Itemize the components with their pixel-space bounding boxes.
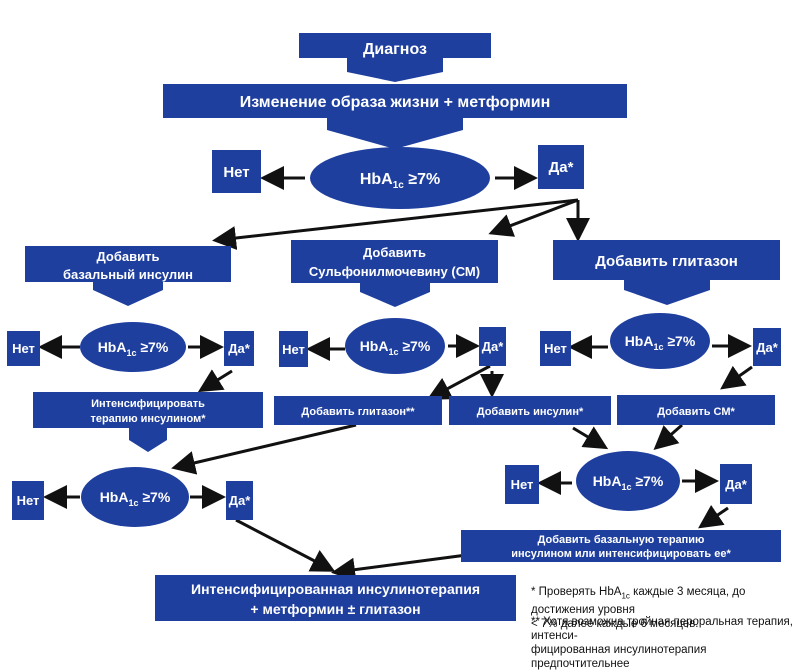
node-intensify-insulin: Интенсифицировать терапию инсулином* <box>33 392 263 452</box>
decision-hba1c-col3: HbA1c ≥7% <box>610 313 710 369</box>
node-yes-col1-bottom: Да* <box>226 481 253 520</box>
svg-text:Да*: Да* <box>229 493 251 508</box>
arrow-insulin-to-hba5 <box>572 426 609 450</box>
hba1c-top-label: HbA1c ≥7% <box>360 171 440 191</box>
node-yes-col2: Да* <box>479 327 506 366</box>
decision-hba1c-col1-bottom: HbA1c ≥7% <box>81 467 189 527</box>
svg-text:Нет: Нет <box>544 341 567 356</box>
svg-text:Сульфонилмочевину (СМ): Сульфонилмочевину (СМ) <box>309 264 480 279</box>
arrow-b5yes-to-basal2 <box>698 504 729 529</box>
svg-text:Интенсифицированная инсулиноте: Интенсифицированная инсулинотерапия <box>191 581 480 597</box>
arrow-yes-to-basal <box>212 198 579 250</box>
node-add-su-short: Добавить СМ* <box>617 395 775 425</box>
arrow-b3yes-to-su <box>720 365 753 390</box>
svg-text:базальный инсулин: базальный инсулин <box>63 267 193 282</box>
node-no-col1: Нет <box>7 331 40 366</box>
svg-text:HbA1c ≥7%: HbA1c ≥7% <box>360 338 431 357</box>
node-yes-right-bottom: Да* <box>720 464 752 504</box>
node-lifestyle-metformin: Изменение образа жизни + метформин <box>163 84 627 149</box>
arrow-glitazone2-to-hba4 <box>171 423 357 475</box>
footnote-2: ** Хотя возможна тройная пероральная тер… <box>531 616 793 670</box>
svg-text:Добавить: Добавить <box>363 245 426 260</box>
svg-text:HbA1c ≥7%: HbA1c ≥7% <box>100 489 171 508</box>
svg-text:Да*: Да* <box>549 159 574 176</box>
svg-text:Интенсифицировать: Интенсифицировать <box>91 398 205 410</box>
svg-text:Да*: Да* <box>228 341 250 356</box>
connectors <box>38 166 753 582</box>
node-add-sulfonylurea: Добавить Сульфонилмочевину (СМ) <box>291 240 498 307</box>
svg-text:Да*: Да* <box>756 340 778 355</box>
arrow-su-to-hba5 <box>653 423 683 450</box>
svg-text:Добавить: Добавить <box>97 249 160 264</box>
node-add-insulin: Добавить инсулин* <box>449 396 611 425</box>
svg-text:Добавить глитазон: Добавить глитазон <box>595 253 738 270</box>
node-yes-col1: Да* <box>224 331 254 366</box>
node-add-basal-or-intensify: Добавить базальную терапию инсулином или… <box>461 530 781 562</box>
svg-text:инсулином или интенсифицироват: инсулином или интенсифицировать ее* <box>511 548 731 560</box>
decision-hba1c-right-bottom: HbA1c ≥7% <box>576 451 680 511</box>
node-diagnosis: Диагноз <box>299 33 491 82</box>
svg-text:Добавить глитазон**: Добавить глитазон** <box>301 406 415 418</box>
svg-text:Нет: Нет <box>511 477 534 492</box>
decision-hba1c-col2: HbA1c ≥7% <box>345 318 445 374</box>
node-add-basal-insulin: Добавить базальный инсулин <box>25 246 231 306</box>
svg-text:Добавить СМ*: Добавить СМ* <box>657 406 735 418</box>
node-add-glitazone: Добавить глитазон <box>553 240 780 305</box>
lifestyle-label: Изменение образа жизни + метформин <box>240 94 551 111</box>
svg-text:Добавить инсулин*: Добавить инсулин* <box>477 406 584 418</box>
arrow-yes-to-su <box>488 198 579 237</box>
svg-text:Нет: Нет <box>223 164 249 181</box>
node-add-glitazone-2: Добавить глитазон** <box>274 396 442 425</box>
svg-text:Добавить базальную терапию: Добавить базальную терапию <box>538 534 705 546</box>
svg-text:+ метформин ± глитазон: + метформин ± глитазон <box>250 601 420 617</box>
node-no-col2: Нет <box>279 331 308 367</box>
svg-text:терапию инсулином*: терапию инсулином* <box>90 413 206 425</box>
node-no-right-bottom: Нет <box>505 465 539 504</box>
arrow-b2yes-to-glitazone <box>426 364 491 400</box>
svg-text:HbA1c ≥7%: HbA1c ≥7% <box>593 473 664 492</box>
svg-text:HbA1c ≥7%: HbA1c ≥7% <box>625 333 696 352</box>
svg-text:Да*: Да* <box>482 339 504 354</box>
svg-text:Нет: Нет <box>17 493 40 508</box>
node-final-therapy: Интенсифицированная инсулинотерапия + ме… <box>155 575 516 621</box>
node-no-col3: Нет <box>540 331 571 366</box>
node-yes-col3: Да* <box>753 328 781 366</box>
footnote-1: * Проверять HbA1c каждые 3 месяца, до до… <box>531 586 746 631</box>
svg-text:Да*: Да* <box>725 477 747 492</box>
arrow-b4yes-to-final <box>235 518 336 572</box>
decision-hba1c-col1: HbA1c ≥7% <box>80 322 186 372</box>
node-no-col1-bottom: Нет <box>12 481 44 520</box>
node-no-top: Нет <box>212 150 261 193</box>
svg-text:HbA1c ≥7%: HbA1c ≥7% <box>98 339 169 358</box>
arrow-b1yes-to-intensify <box>197 369 233 393</box>
node-yes-top: Да* <box>538 145 584 189</box>
decision-hba1c-top: HbA1c ≥7% <box>310 147 490 209</box>
svg-text:Нет: Нет <box>282 342 305 357</box>
diagnosis-label: Диагноз <box>363 41 427 58</box>
svg-text:Нет: Нет <box>12 341 35 356</box>
